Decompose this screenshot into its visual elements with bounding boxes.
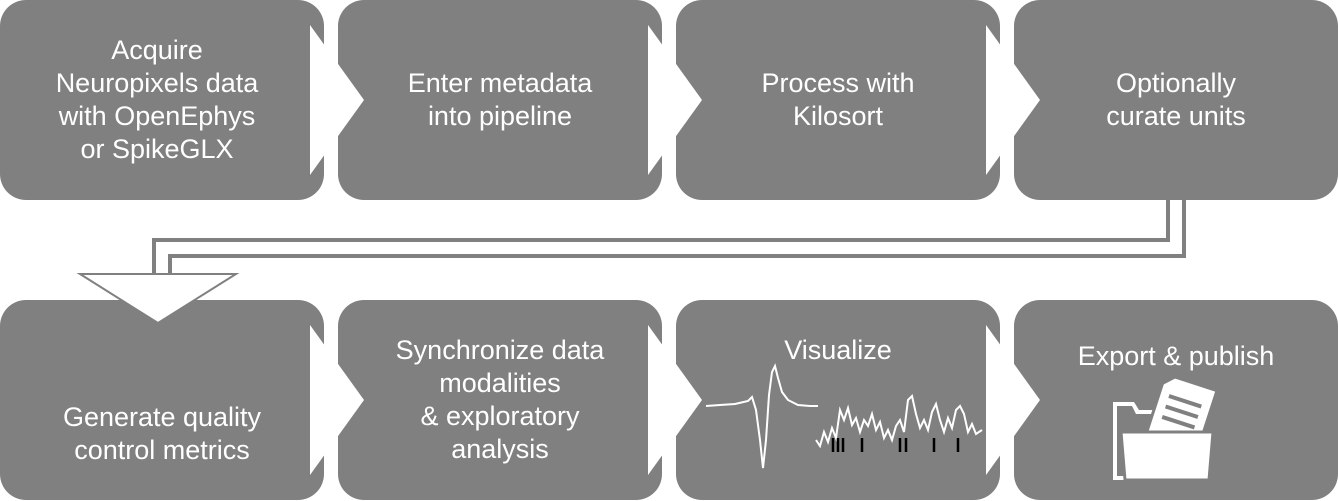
step-curate-units: Optionally curate units <box>1014 0 1338 200</box>
connector-line <box>152 200 1186 280</box>
step-quality-metrics-label: Generate quality control metrics <box>62 402 262 465</box>
step-quality-metrics: Generate quality control metrics <box>0 300 324 500</box>
step-export-publish: Export & publish <box>1014 300 1338 500</box>
step-acquire: Acquire Neuropixels data with OpenEphys … <box>0 0 324 200</box>
step-curate-units-label: Optionally curate units <box>1106 68 1246 131</box>
step-process-kilosort: Process with Kilosort <box>676 0 1000 200</box>
step-visualize: Visualize <box>676 300 1000 500</box>
step-export-publish-label: Export & publish <box>1077 341 1275 371</box>
step-enter-metadata: Enter metadata into pipeline <box>338 0 662 200</box>
step-visualize-label: Visualize <box>784 335 892 365</box>
step-process-kilosort-label: Process with Kilosort <box>761 68 915 131</box>
step-acquire-label: Acquire Neuropixels data with OpenEphys … <box>55 35 259 164</box>
step-synchronize-label: Synchronize data modalities & explorator… <box>395 335 605 464</box>
step-enter-metadata-label: Enter metadata into pipeline <box>407 68 593 131</box>
connector-line-inner <box>156 200 1182 280</box>
step-synchronize: Synchronize data modalities & explorator… <box>338 300 662 500</box>
